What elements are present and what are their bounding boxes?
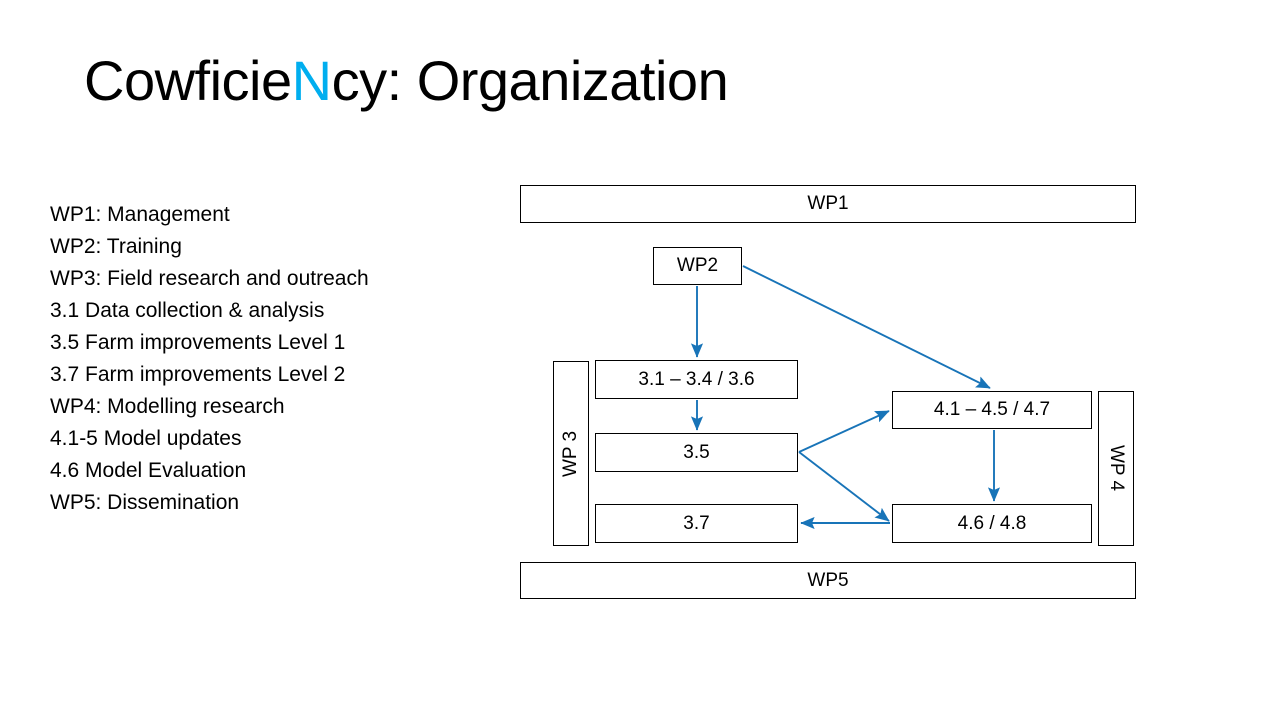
- list-item: 3.5 Farm improvements Level 1: [50, 331, 346, 354]
- diagram-box-31-34-36-label: 3.1 – 3.4 / 3.6: [638, 368, 755, 390]
- diagram-box-37[interactable]: 3.7: [595, 504, 798, 543]
- page-title-after: cy: Organization: [331, 49, 729, 112]
- diagram-box-41-45-47[interactable]: 4.1 – 4.5 / 4.7: [892, 391, 1092, 429]
- diagram-box-wp2-label: WP2: [676, 255, 719, 276]
- diagram-box-35[interactable]: 3.5: [595, 433, 798, 472]
- diagram-box-wp1[interactable]: WP1: [520, 185, 1136, 223]
- diagram-band-wp3[interactable]: WP 3: [553, 361, 589, 546]
- list-item: 4.6 Model Evaluation: [50, 459, 247, 482]
- work-package-list: WP1: Management WP2: Training WP3: Field…: [50, 199, 480, 519]
- connector-35-to-46: [798, 451, 890, 522]
- connector-35-to-41: [798, 410, 890, 453]
- list-item: 3.7 Farm improvements Level 2: [50, 363, 346, 386]
- diagram-box-41-45-47-label: 4.1 – 4.5 / 4.7: [933, 399, 1051, 420]
- list-item: WP5: Dissemination: [50, 491, 240, 514]
- page-title-accent-letter: N: [291, 49, 332, 112]
- diagram-band-wp3-label: WP 3: [560, 430, 581, 477]
- list-item: WP4: Modelling research: [50, 395, 285, 418]
- diagram-box-46-48-label: 4.6 / 4.8: [957, 512, 1027, 534]
- diagram-box-35-label: 3.5: [683, 441, 710, 463]
- list-item: WP3: Field research and outreach: [50, 267, 369, 290]
- diagram-box-37-label: 3.7: [683, 512, 710, 534]
- list-item: 3.1 Data collection & analysis: [50, 299, 325, 322]
- diagram-box-wp5[interactable]: WP5: [520, 562, 1136, 599]
- diagram-box-31-34-36[interactable]: 3.1 – 3.4 / 3.6: [595, 360, 798, 399]
- diagram-box-wp5-label: WP5: [807, 569, 849, 591]
- diagram-box-wp1-label: WP1: [807, 193, 849, 214]
- list-item: 4.1-5 Model updates: [50, 427, 242, 450]
- list-item: WP2: Training: [50, 235, 182, 258]
- diagram-band-wp4-label: WP 4: [1106, 445, 1127, 492]
- diagram-box-46-48[interactable]: 4.6 / 4.8: [892, 504, 1092, 543]
- page-title-before: Cowficie: [84, 49, 292, 112]
- list-item: WP1: Management: [50, 203, 230, 226]
- diagram-band-wp4[interactable]: WP 4: [1098, 391, 1134, 546]
- diagram-box-wp2[interactable]: WP2: [653, 247, 742, 285]
- page-title: CowficieNcy: Organization: [84, 49, 729, 112]
